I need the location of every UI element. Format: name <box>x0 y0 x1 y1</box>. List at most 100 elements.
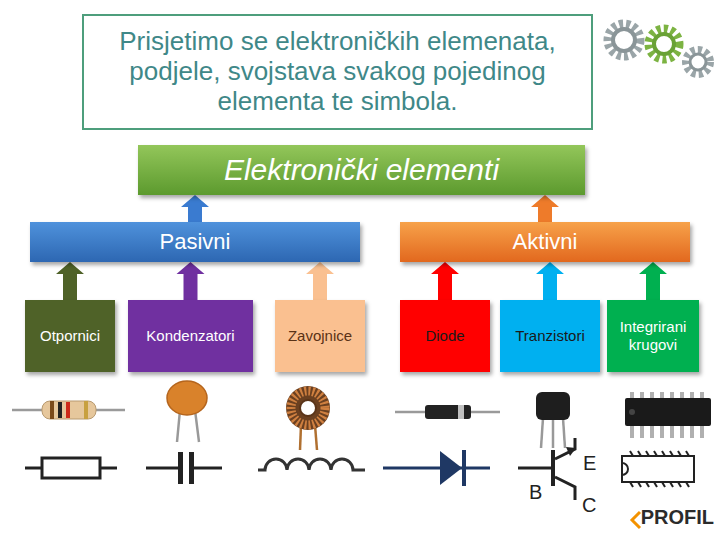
ic-pin <box>630 451 633 456</box>
color-band <box>66 402 70 418</box>
capacitor-photo <box>167 381 207 442</box>
component-box: Otpornici <box>25 300 115 372</box>
lead <box>552 418 555 448</box>
ic-pin <box>654 482 657 487</box>
capacitor-disc <box>167 381 207 415</box>
block-arrow <box>56 262 84 300</box>
block-arrow <box>431 262 459 300</box>
ic-pin <box>678 451 681 456</box>
title-text: Prisjetimo se elektroničkih elemenata, p… <box>96 27 579 117</box>
node-text: Integrirani krugovi <box>613 318 693 354</box>
ic-pin <box>662 451 665 456</box>
block-arrow <box>639 262 667 300</box>
node-text: Elektronički elementi <box>224 152 499 188</box>
ic-pin <box>630 482 633 487</box>
ic-pin <box>640 426 644 438</box>
transistor-photo <box>536 392 570 448</box>
gear <box>613 29 635 51</box>
ic-notch <box>629 409 635 415</box>
transistor-symbol <box>518 438 576 500</box>
ic-pin <box>670 451 673 456</box>
node-text: Aktivni <box>513 229 578 255</box>
ic-pin <box>630 392 634 398</box>
ic-outline <box>622 456 694 482</box>
wire <box>100 467 117 470</box>
component-box: Diode <box>400 300 490 372</box>
ic-pin <box>690 426 694 438</box>
node-text: Kondenzatori <box>146 327 234 345</box>
lead <box>541 418 543 448</box>
base-lead <box>518 467 551 470</box>
block-arrow <box>177 262 205 300</box>
ic-pin <box>650 392 654 398</box>
ic-pin <box>690 392 694 398</box>
ic-pin <box>700 426 704 438</box>
node-text: Tranzistori <box>515 327 584 345</box>
wire <box>383 467 490 470</box>
ic-pin <box>660 392 664 398</box>
block-arrow <box>181 195 209 222</box>
plate <box>178 452 183 484</box>
ic-pin <box>662 482 665 487</box>
component-box: Tranzistori <box>500 300 600 372</box>
gear-icon <box>608 24 710 74</box>
lead <box>195 410 199 442</box>
diode-body <box>425 405 471 419</box>
diode-symbol <box>383 450 490 486</box>
ic-pin <box>646 451 649 456</box>
ic-pin <box>678 482 681 487</box>
cathode-band <box>458 405 464 419</box>
toroid-hole <box>300 400 316 416</box>
ic-pin <box>646 482 649 487</box>
collector-lead <box>555 477 575 500</box>
wire <box>194 467 222 470</box>
block-arrow <box>536 262 564 300</box>
ic-pin <box>654 451 657 456</box>
pin-label: C <box>582 494 596 517</box>
ic-pin <box>630 426 634 438</box>
gear <box>686 50 710 74</box>
gear <box>608 24 640 56</box>
ic-pin <box>670 426 674 438</box>
ic-pin <box>680 392 684 398</box>
ic-pin <box>700 392 704 398</box>
inductor-symbol <box>258 459 365 470</box>
transistor-body <box>536 392 570 420</box>
ic-photo <box>625 392 711 438</box>
root-bar: Elektronički elementi <box>138 145 585 195</box>
plate <box>189 452 194 484</box>
gear <box>649 29 679 59</box>
ic-pin <box>670 392 674 398</box>
resistor-symbol <box>25 458 117 478</box>
lead <box>563 418 565 448</box>
ic-pin <box>638 451 641 456</box>
ic-pin <box>650 426 654 438</box>
category-bar: Pasivni <box>30 222 360 262</box>
component-box: Zavojnice <box>275 300 365 372</box>
ic-notch <box>622 463 628 475</box>
block-arrow <box>306 262 334 300</box>
diode-photo <box>395 405 500 419</box>
ic-pin <box>686 482 689 487</box>
resistor-photo <box>12 401 125 419</box>
diode-triangle <box>440 451 462 485</box>
component-box: Integrirani krugovi <box>607 300 699 372</box>
emitter-arrow <box>566 447 576 456</box>
ic-body <box>625 398 711 426</box>
node-text: Otpornici <box>40 327 100 345</box>
color-band <box>58 402 62 418</box>
node-text: Pasivni <box>160 229 231 255</box>
resistor-box <box>42 458 100 478</box>
logo-mark <box>632 512 640 528</box>
gear <box>654 34 674 54</box>
resistor-body <box>42 401 96 419</box>
ic-pin <box>638 482 641 487</box>
pin-label: E <box>583 452 596 475</box>
wire <box>25 467 42 470</box>
component-box: Kondenzatori <box>128 300 253 372</box>
wire <box>146 467 178 470</box>
inductor-photo <box>286 386 330 450</box>
gear <box>690 54 706 70</box>
category-bar: Aktivni <box>400 222 690 262</box>
copper-winding <box>291 391 325 425</box>
